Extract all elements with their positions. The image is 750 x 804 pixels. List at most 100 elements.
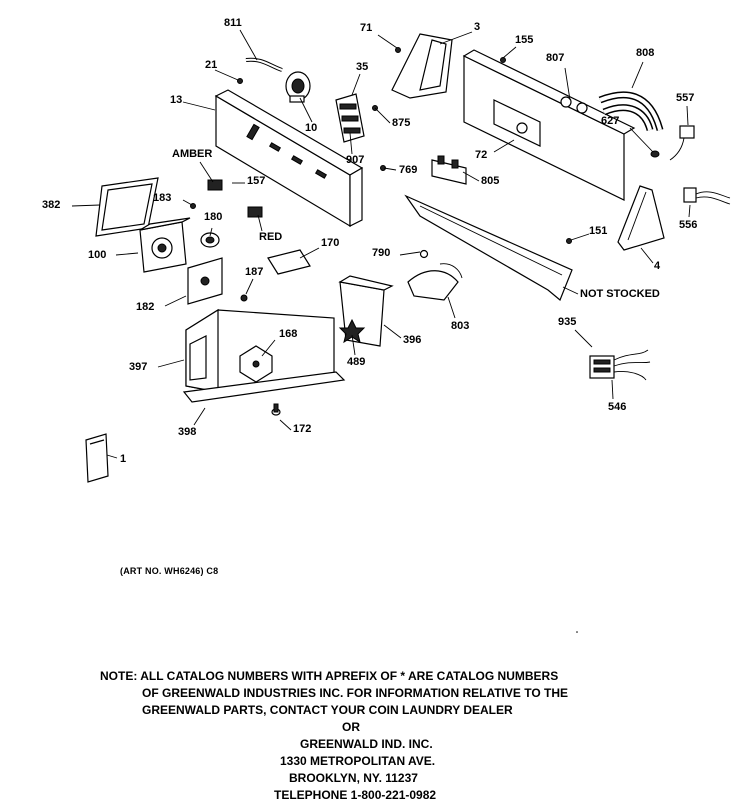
part-397-base-cabinet <box>185 308 335 393</box>
label-p875: 875 <box>392 117 410 129</box>
label-p397: 397 <box>129 361 147 373</box>
part-red-light <box>247 206 263 218</box>
label-p803: 803 <box>451 320 469 332</box>
label-p72: 72 <box>475 149 487 161</box>
label-p935: 935 <box>558 316 576 328</box>
leader-p155 <box>502 46 517 59</box>
part-155-screw <box>500 57 506 63</box>
note-line-1: NOTE: ALL CATALOG NUMBERS WITH APREFIX O… <box>100 669 559 683</box>
part-907-switch-block <box>335 93 365 143</box>
part-13-control-panel <box>214 89 364 228</box>
leader-p187 <box>245 278 254 295</box>
label-p811: 811 <box>224 17 242 29</box>
leader-p72 <box>493 139 515 153</box>
leader-p803 <box>447 296 456 319</box>
leader-p489 <box>351 334 356 356</box>
label-p151: 151 <box>589 225 607 237</box>
leader-p183 <box>182 199 193 206</box>
leader-p935 <box>574 329 593 348</box>
note-line-7: BROOKLYN, NY. 11237 <box>289 771 418 785</box>
part-1-manual <box>85 433 109 483</box>
part-808-hoses <box>598 91 664 132</box>
leader-p100 <box>115 252 139 256</box>
leader-p13 <box>182 101 216 111</box>
label-pamber: AMBER <box>172 148 212 160</box>
label-p187: 187 <box>245 266 263 278</box>
leader-pred <box>257 214 263 232</box>
label-p10: 10 <box>305 122 317 134</box>
leader-p180 <box>209 227 213 237</box>
part-557-connector <box>669 125 695 161</box>
part-180-knob <box>200 232 220 248</box>
part-3-bracket <box>391 33 453 99</box>
part-151-screw <box>566 238 572 244</box>
note-line-3: GREENWALD PARTS, CONTACT YOUR COIN LAUND… <box>142 703 513 717</box>
leader-p10 <box>299 97 313 123</box>
label-p71: 71 <box>360 22 372 34</box>
label-p168: 168 <box>279 328 297 340</box>
leader-p3 <box>439 31 473 45</box>
label-p489: 489 <box>347 356 365 368</box>
part-amber-light <box>207 179 223 191</box>
part-4-side-bracket <box>617 185 665 251</box>
label-p398: 398 <box>178 426 196 438</box>
leader-p398 <box>193 407 206 426</box>
label-p180: 180 <box>204 211 222 223</box>
label-p396: 396 <box>403 334 421 346</box>
note-line-4: OR <box>342 720 360 734</box>
part-803-cover <box>407 263 463 301</box>
part-807-washers <box>560 96 588 114</box>
leader-p168 <box>261 339 276 357</box>
leader-p875 <box>374 107 391 124</box>
label-p155: 155 <box>515 34 533 46</box>
part-71-screw <box>395 47 401 53</box>
note-line-5: GREENWALD IND. INC. <box>300 737 433 751</box>
leader-p811 <box>239 29 258 61</box>
part-811-hose <box>245 57 283 72</box>
leader-p808 <box>631 61 644 89</box>
note-block: NOTE: ALL CATALOG NUMBERS WITH APREFIX O… <box>0 668 750 804</box>
leader-p35 <box>351 73 361 96</box>
leader-p382 <box>71 204 101 207</box>
leader-p71 <box>377 34 398 49</box>
leader-p546 <box>611 379 614 400</box>
leader-p21 <box>214 69 239 81</box>
label-p557: 557 <box>676 92 694 104</box>
label-p13: 13 <box>170 94 182 106</box>
label-p1: 1 <box>120 453 126 465</box>
label-p556: 556 <box>679 219 697 231</box>
label-pred: RED <box>259 231 282 243</box>
part-627-cap <box>650 150 660 158</box>
label-p546: 546 <box>608 401 626 413</box>
part-805-valve <box>431 155 467 185</box>
leader-p396 <box>383 324 402 339</box>
part-21-screw <box>237 78 243 84</box>
leader-p170 <box>299 247 320 259</box>
leader-p172 <box>279 419 292 431</box>
leader-p1 <box>106 454 118 459</box>
label-p157: 157 <box>247 175 265 187</box>
part-187-screw <box>240 294 248 302</box>
leader-p556 <box>688 204 691 218</box>
part-100-timer <box>139 217 191 273</box>
part-398-base-plate <box>182 371 346 403</box>
leader-p790 <box>399 251 421 256</box>
leader-p397 <box>157 359 185 368</box>
part-72-backsplash <box>462 49 636 201</box>
leader-p807 <box>564 67 571 101</box>
label-p182: 182 <box>136 301 154 313</box>
leader-p769 <box>383 167 397 171</box>
leader-p557 <box>686 105 689 126</box>
label-p170: 170 <box>321 237 339 249</box>
speck <box>576 631 578 633</box>
art-number: (ART NO. WH6246) C8 <box>120 566 219 576</box>
part-172-foot <box>271 403 281 416</box>
part-170-plate <box>267 249 311 275</box>
label-pnotstocked: NOT STOCKED <box>580 288 660 300</box>
label-p382: 382 <box>42 199 60 211</box>
label-p100: 100 <box>88 249 106 261</box>
leader-p627 <box>629 127 654 153</box>
leader-p4 <box>640 247 654 264</box>
part-556-harness <box>683 187 731 205</box>
